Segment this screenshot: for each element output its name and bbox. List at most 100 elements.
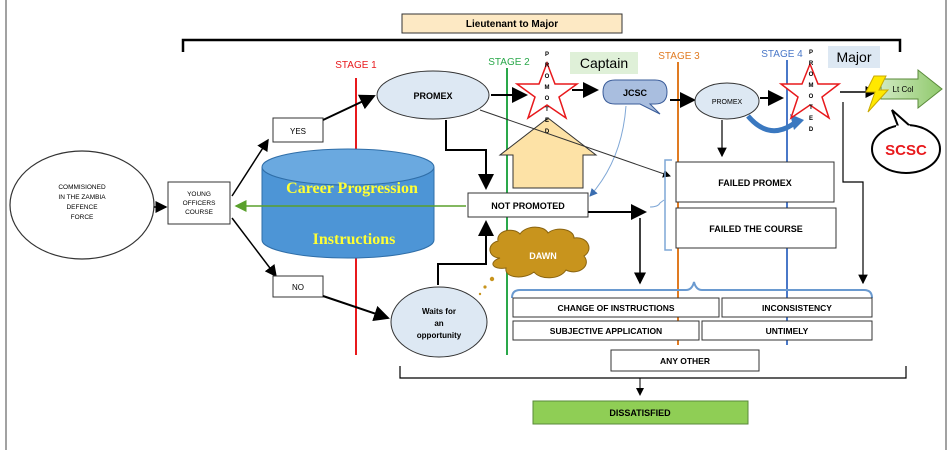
title-text: Lieutenant to Major xyxy=(466,19,558,30)
inconsistency-box: INCONSISTENCY xyxy=(721,297,873,318)
promoted-star-1 xyxy=(514,60,580,120)
svg-text:FAILED PROMEX: FAILED PROMEX xyxy=(718,178,792,188)
svg-text:SCSC: SCSC xyxy=(885,142,927,159)
promoted-text-1: P R O M O T E D xyxy=(545,52,550,135)
svg-text:PROMEX: PROMEX xyxy=(712,99,743,106)
title-box: Lieutenant to Major xyxy=(401,13,623,34)
svg-text:opportunity: opportunity xyxy=(417,331,462,340)
waits-node: Waits for an opportunity xyxy=(390,286,488,358)
svg-text:Captain: Captain xyxy=(580,55,628,71)
dawn-dot-2 xyxy=(483,285,487,289)
dawn-cloud: DAWN xyxy=(489,226,590,279)
lt-col-arrow: Lt Col xyxy=(880,68,943,110)
svg-text:O: O xyxy=(545,96,550,102)
arrow-to-no xyxy=(231,217,277,278)
svg-text:FAILED THE COURSE: FAILED THE COURSE xyxy=(709,224,803,234)
curved-arrow-head xyxy=(790,114,804,130)
arrow-promex-to-failed-promex xyxy=(479,109,671,178)
stage4-label: STAGE 4 xyxy=(761,49,803,60)
arrow-promex-to-notpromoted xyxy=(445,120,494,190)
lightning-bolt-icon xyxy=(865,75,890,113)
stage2-label: STAGE 2 xyxy=(488,57,530,68)
captain-label: Captain xyxy=(570,52,638,74)
arrow-right-down xyxy=(842,102,868,285)
svg-text:UNTIMELY: UNTIMELY xyxy=(766,326,809,336)
failed-course-box: FAILED THE COURSE xyxy=(675,207,837,249)
svg-text:DISSATISFIED: DISSATISFIED xyxy=(609,408,671,418)
untimely-box: UNTIMELY xyxy=(701,320,873,341)
svg-text:R: R xyxy=(809,61,814,67)
svg-text:an: an xyxy=(434,319,443,328)
career-text-line2: Instructions xyxy=(313,231,396,248)
arrow-waits-to-notpromoted xyxy=(437,220,494,285)
svg-text:P: P xyxy=(545,52,549,58)
svg-text:YOUNG: YOUNG xyxy=(187,191,211,198)
svg-text:D: D xyxy=(809,127,814,133)
dawn-dot-1 xyxy=(489,276,495,282)
svg-text:T: T xyxy=(809,105,813,111)
svg-text:O: O xyxy=(809,72,814,78)
arrow-no-to-waits xyxy=(322,295,390,322)
failed-bracket xyxy=(664,159,672,251)
reasons-brace xyxy=(511,281,873,299)
promex-node: PROMEX xyxy=(376,70,490,120)
change-of-instructions-box: CHANGE OF INSTRUCTIONS xyxy=(512,297,720,318)
commissioned-node: COMMISIONED IN THE ZAMBIA DEFENCE FORCE xyxy=(9,150,155,260)
svg-text:Lt Col: Lt Col xyxy=(893,85,914,94)
any-other-box: ANY OTHER xyxy=(610,349,760,372)
yes-box: YES xyxy=(272,117,324,143)
curved-arrow-to-star2 xyxy=(746,114,798,134)
dawn-dot-3 xyxy=(478,292,482,296)
dissatisfied-box: DISSATISFIED xyxy=(532,400,749,425)
arrow-yes-to-promex xyxy=(322,94,376,121)
no-box: NO xyxy=(272,275,324,298)
svg-text:NOT PROMOTED: NOT PROMOTED xyxy=(491,201,565,211)
promex-node-2: PROMEX xyxy=(694,82,760,120)
arrow-jcsc-to-notpromoted xyxy=(589,105,627,197)
arrow-to-yes xyxy=(231,138,269,197)
svg-text:IN THE ZAMBIA: IN THE ZAMBIA xyxy=(58,194,106,201)
svg-text:P: P xyxy=(809,50,813,56)
svg-text:O: O xyxy=(809,94,814,100)
svg-text:ANY OTHER: ANY OTHER xyxy=(660,356,710,366)
svg-text:DAWN: DAWN xyxy=(529,251,557,261)
svg-text:T: T xyxy=(545,107,549,113)
stage1-label: STAGE 1 xyxy=(335,60,377,71)
subjective-application-box: SUBJECTIVE APPLICATION xyxy=(512,320,700,341)
svg-text:OFFICERS: OFFICERS xyxy=(183,200,217,207)
svg-text:NO: NO xyxy=(292,283,304,292)
big-up-arrow xyxy=(498,117,598,189)
svg-text:R: R xyxy=(545,63,550,69)
career-text-line1: Career Progression xyxy=(286,180,418,197)
svg-text:COMMISIONED: COMMISIONED xyxy=(58,184,106,191)
svg-text:YES: YES xyxy=(290,127,306,136)
svg-text:E: E xyxy=(809,116,813,122)
svg-text:CHANGE OF INSTRUCTIONS: CHANGE OF INSTRUCTIONS xyxy=(557,303,674,313)
svg-text:M: M xyxy=(809,83,814,89)
svg-text:E: E xyxy=(545,118,549,124)
bottom-bracket xyxy=(399,366,907,379)
svg-text:O: O xyxy=(545,74,550,80)
svg-text:PROMEX: PROMEX xyxy=(413,91,452,101)
svg-text:M: M xyxy=(545,85,550,91)
scsc-node: SCSC xyxy=(871,109,941,174)
major-label: Major xyxy=(828,46,880,68)
career-progression-cylinder: Career Progression Instructions xyxy=(261,148,435,259)
top-bracket xyxy=(181,38,902,52)
svg-text:DEFENCE: DEFENCE xyxy=(66,204,98,211)
svg-text:INCONSISTENCY: INCONSISTENCY xyxy=(762,303,832,313)
jcsc-node: JCSC xyxy=(602,79,668,115)
failed-promex-box: FAILED PROMEX xyxy=(675,161,835,203)
svg-text:Major: Major xyxy=(836,49,871,65)
young-officers-course-node: YOUNG OFFICERS COURSE xyxy=(167,181,231,225)
svg-text:COURSE: COURSE xyxy=(185,209,213,216)
svg-text:SUBJECTIVE APPLICATION: SUBJECTIVE APPLICATION xyxy=(550,326,662,336)
stage3-label: STAGE 3 xyxy=(658,51,700,62)
brace-connector xyxy=(649,199,665,208)
promoted-star-2 xyxy=(778,61,842,120)
not-promoted-box: NOT PROMOTED xyxy=(467,192,589,218)
svg-text:JCSC: JCSC xyxy=(623,88,648,98)
promoted-text-2: P R O M O T E D xyxy=(809,50,814,133)
svg-text:Waits for: Waits for xyxy=(422,307,456,316)
